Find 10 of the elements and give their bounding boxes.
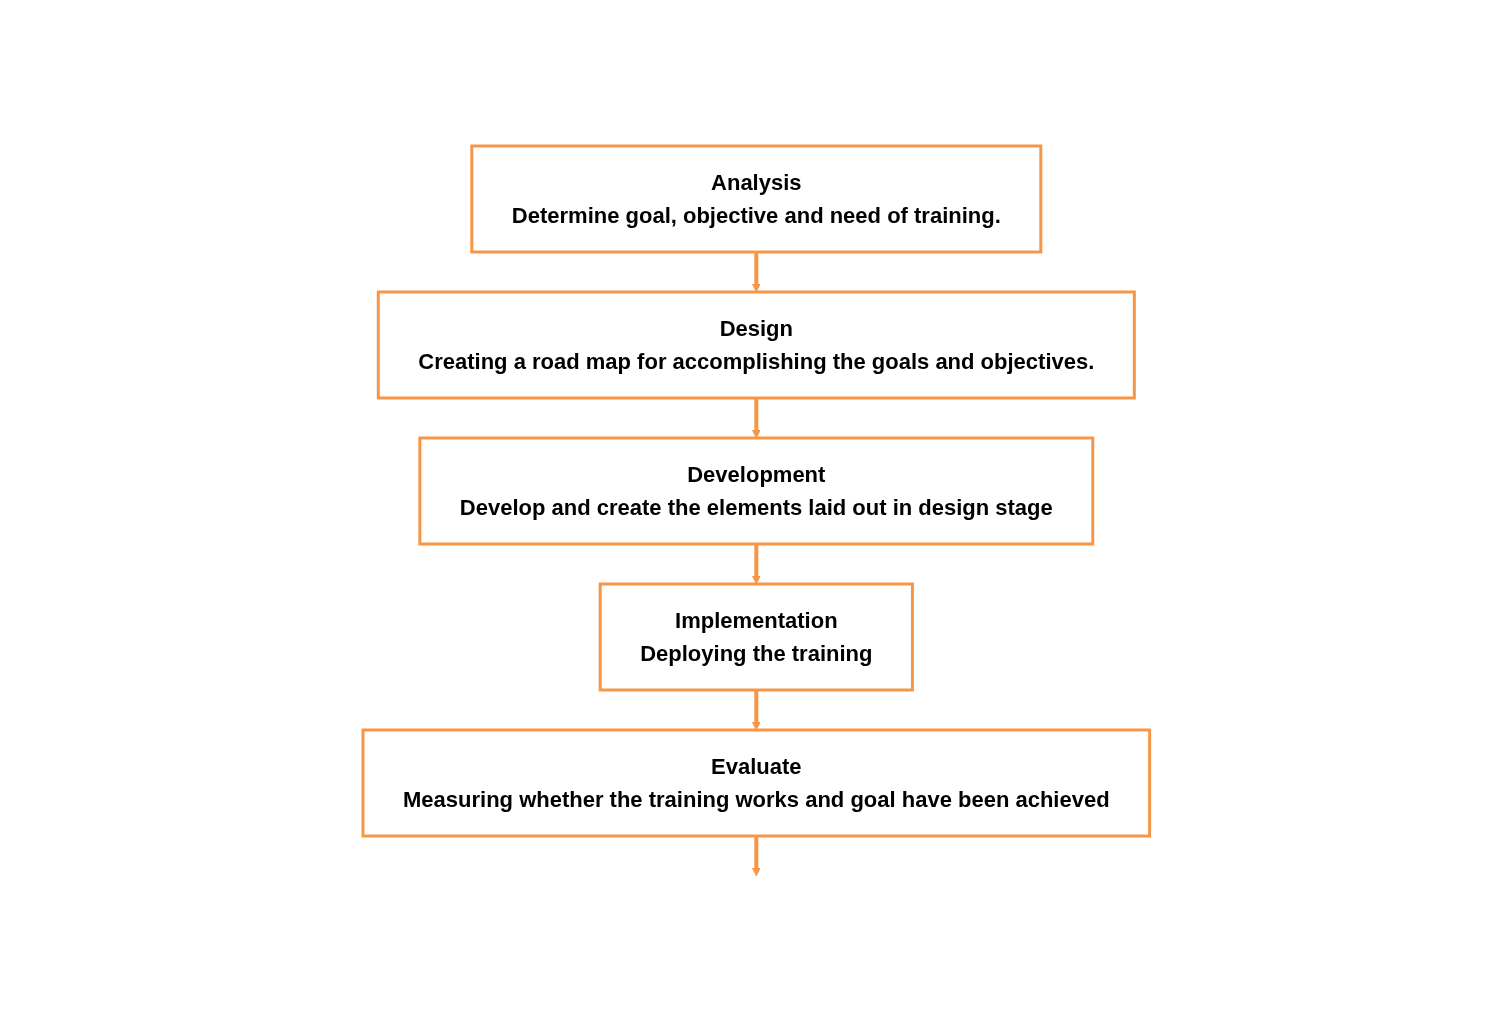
node-box: Evaluate Measuring whether the training works and goal have been achieved bbox=[361, 728, 1151, 837]
node-box: Development Develop and create the elements laid out in design stage bbox=[418, 436, 1094, 545]
node-box: Design Creating a road map for accomplishing the goals and objectives. bbox=[376, 290, 1136, 399]
arrow bbox=[751, 251, 761, 292]
node-box: Implementation Deploying the training bbox=[598, 582, 914, 691]
arrow bbox=[751, 689, 761, 730]
node-box: Analysis Determine goal, objective and need of training. bbox=[470, 144, 1042, 253]
arrow bbox=[751, 543, 761, 584]
arrow bbox=[751, 397, 761, 438]
arrow bbox=[751, 835, 761, 876]
